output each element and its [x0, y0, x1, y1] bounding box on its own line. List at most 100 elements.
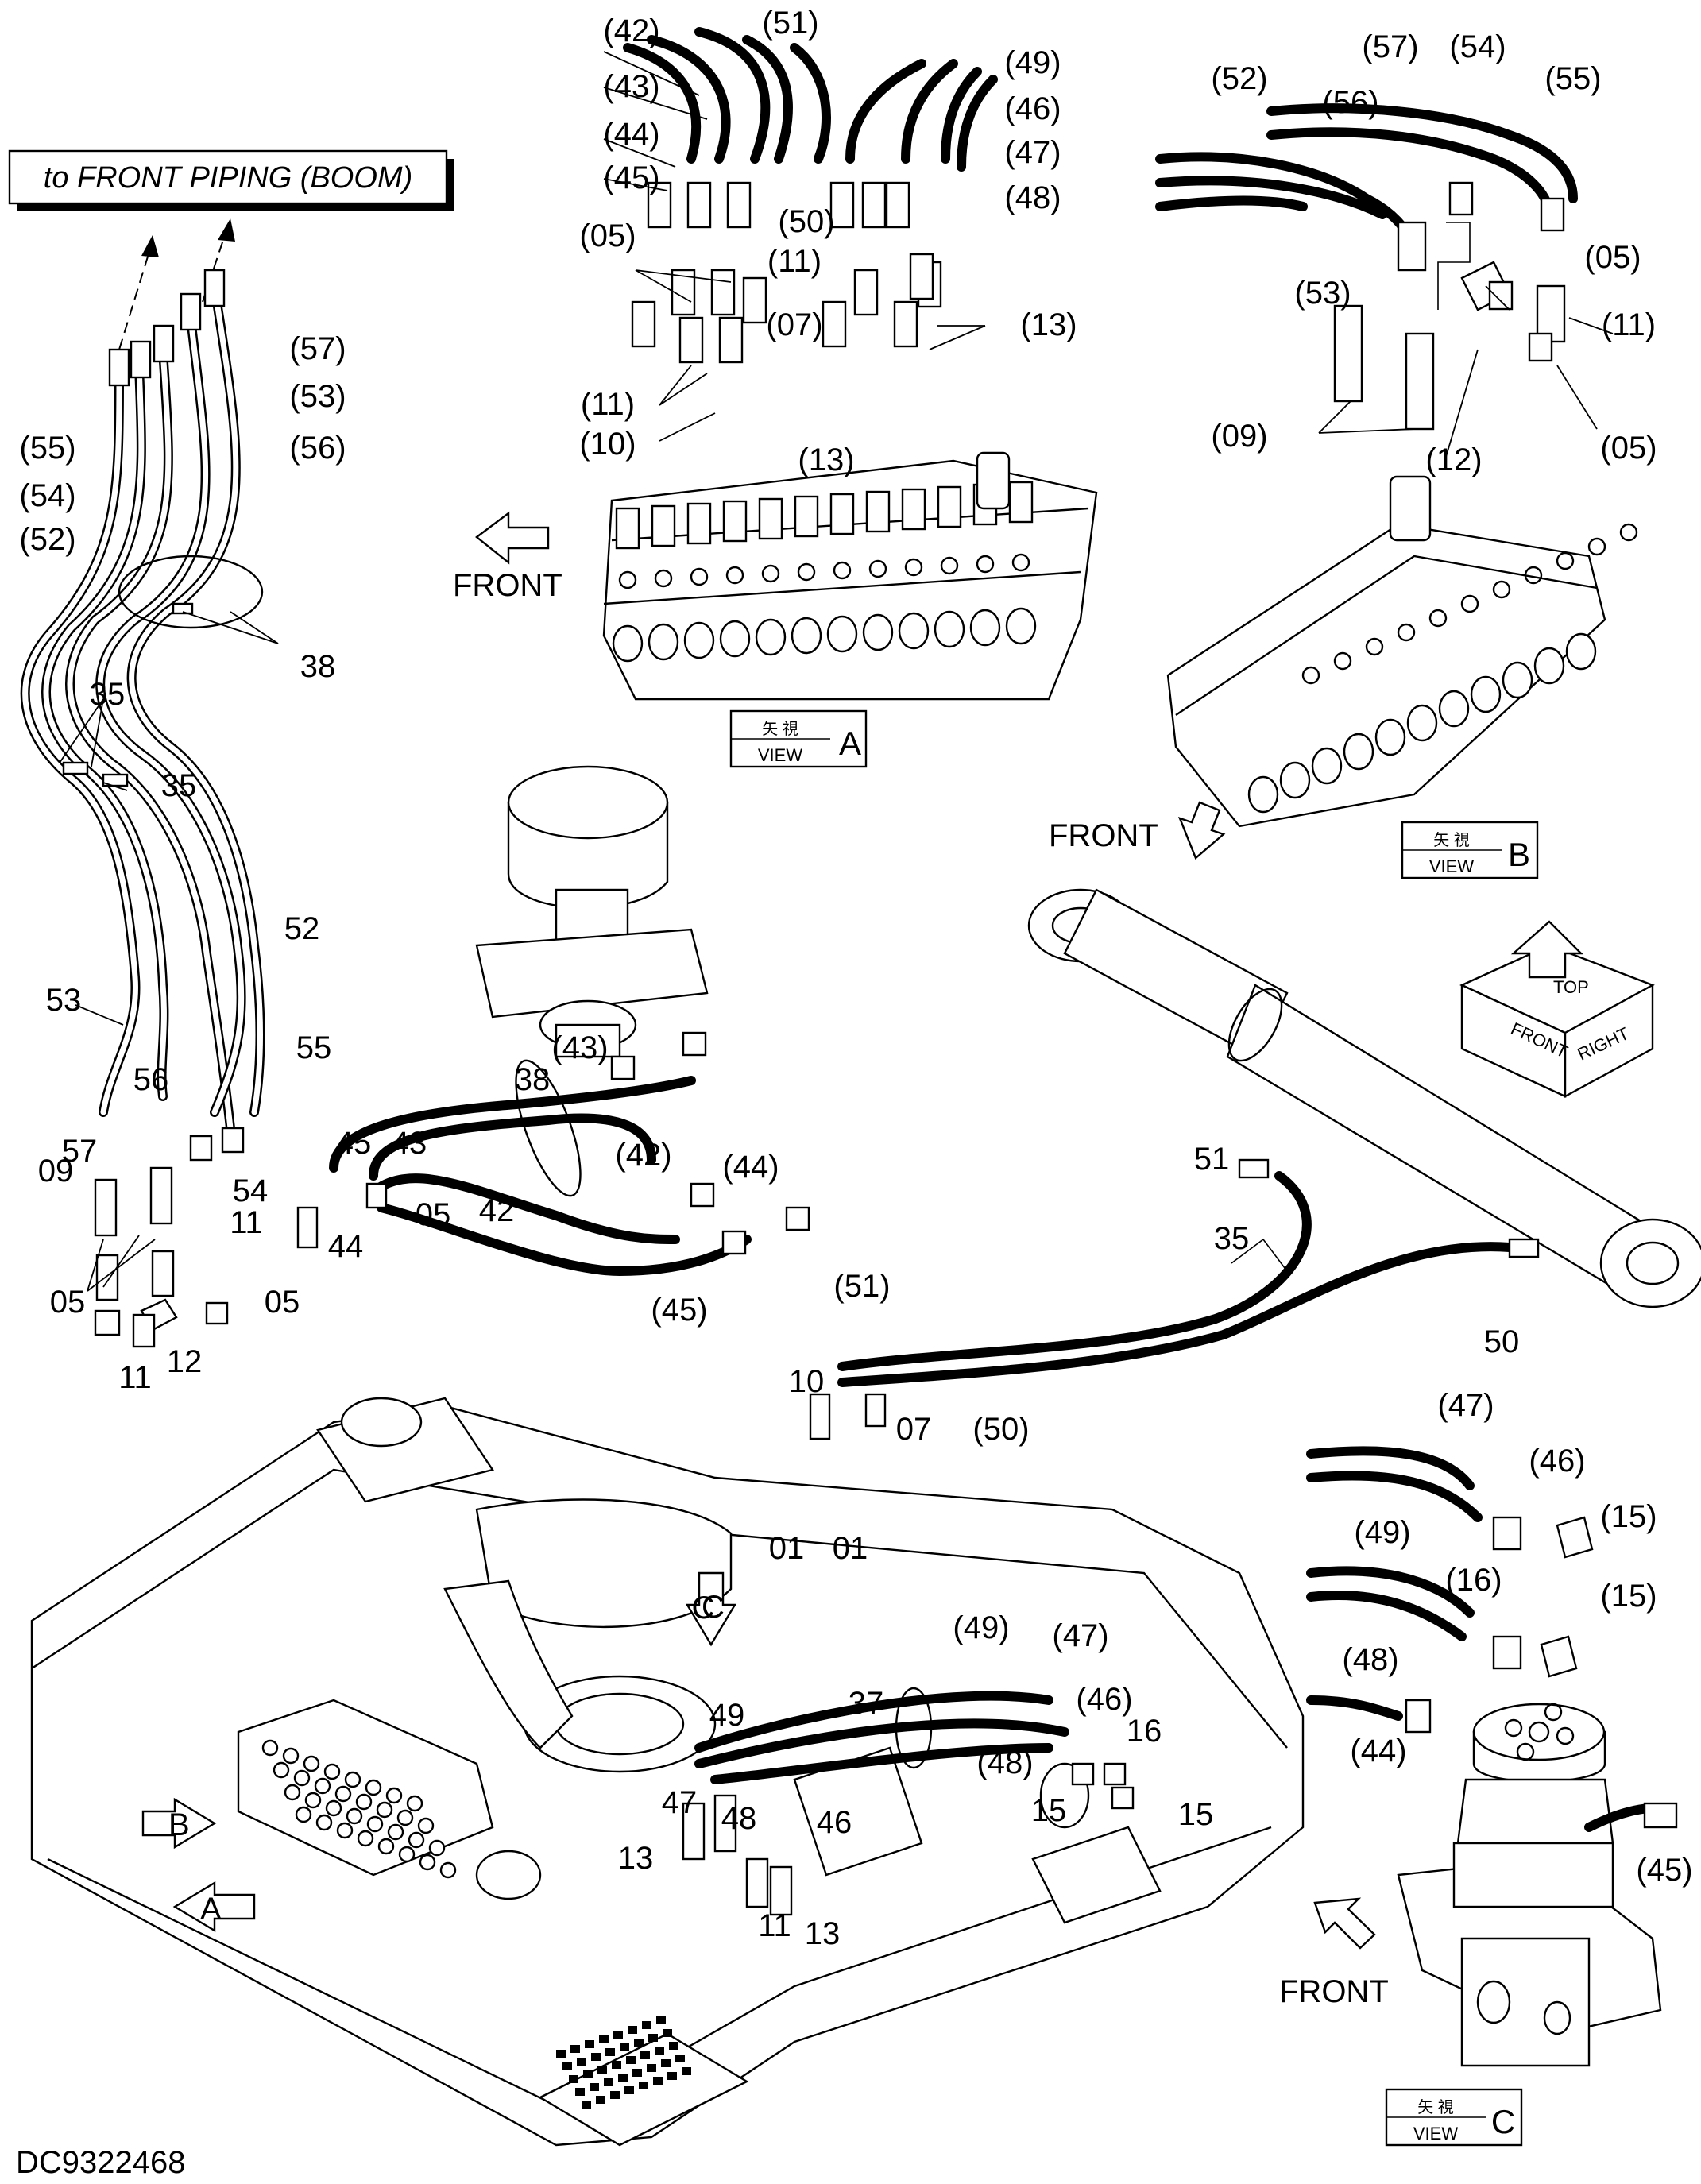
callouts-view-b-label: (05) — [1600, 431, 1657, 466]
vent-slot — [590, 2083, 599, 2091]
view-tag-a: 矢 視 VIEW A — [729, 709, 868, 768]
vent-slot — [653, 2077, 663, 2085]
vent-slot — [610, 2091, 620, 2099]
left-fittings — [94, 1127, 245, 1348]
port-hole — [1333, 651, 1352, 671]
front-label-2: FRONT — [1049, 818, 1158, 853]
callouts-center-label: 11 — [758, 1908, 791, 1943]
valve-port — [387, 1823, 404, 1841]
valve-port — [303, 1755, 320, 1772]
spool-port — [934, 610, 965, 648]
spool-port — [719, 620, 751, 658]
callouts-center-label: 42 — [479, 1193, 515, 1228]
valve-port — [366, 1815, 384, 1833]
callouts-view-c-label: (46) — [1529, 1444, 1585, 1479]
port-hole — [868, 559, 887, 578]
spool-port — [1247, 775, 1279, 814]
port-hole — [690, 567, 709, 586]
view-c-hoses — [1306, 1446, 1678, 1832]
port-hole — [904, 558, 923, 577]
vent-slot — [647, 2064, 656, 2072]
callouts-center-label: (42) — [615, 1138, 671, 1173]
spool-port — [1502, 661, 1533, 699]
view-a-cjk: 矢 視 — [762, 720, 798, 738]
valve-port — [355, 1793, 373, 1811]
port-hole — [654, 569, 673, 588]
valve-port — [315, 1814, 333, 1831]
callouts-center-label: 01 — [769, 1531, 805, 1566]
callouts-left-label: 09 — [38, 1154, 74, 1189]
valve-port — [419, 1854, 436, 1871]
callouts-center-label: C — [692, 1591, 715, 1625]
callouts-view-b-label: (11) — [1602, 307, 1656, 342]
spool-body — [794, 495, 819, 538]
spool-port — [1343, 733, 1374, 771]
center-fittings — [296, 1031, 887, 1440]
header-box: to FRONT PIPING (BOOM) — [8, 149, 454, 211]
callouts-view-c-label: (48) — [1342, 1642, 1398, 1677]
left-hose-bundle — [20, 269, 265, 1133]
cube-top: TOP — [1553, 977, 1589, 997]
valve-port — [439, 1861, 457, 1879]
callouts-view-a-label: (45) — [603, 160, 659, 195]
fitting — [822, 300, 847, 348]
spool-port — [1279, 761, 1311, 799]
spool-body — [829, 493, 855, 535]
valve-port — [377, 1838, 395, 1855]
fitting — [718, 316, 744, 364]
view-tag-c: 矢 視 VIEW C — [1385, 2088, 1523, 2147]
callouts-center-label: 43 — [392, 1126, 427, 1161]
control-valve-view-a — [602, 451, 1098, 701]
spool-port — [791, 617, 822, 655]
port-hole — [1524, 566, 1543, 585]
vent-slot — [570, 2045, 580, 2053]
callouts-view-c-label: (44) — [1350, 1734, 1406, 1768]
vent-slot — [605, 2048, 615, 2056]
callouts-view-b-label: (09) — [1211, 419, 1267, 454]
valve-port — [273, 1761, 290, 1779]
callouts-left-label: 53 — [46, 983, 82, 1018]
view-b-letter: B — [1508, 836, 1530, 873]
callouts-center-label: 37 — [849, 1686, 884, 1721]
valve-port — [408, 1831, 425, 1849]
spool-port — [1533, 647, 1565, 685]
callouts-center-label: (50) — [972, 1412, 1029, 1447]
drawing-number: DC9322468 — [16, 2145, 186, 2180]
valve-port — [365, 1779, 382, 1796]
port-hole — [618, 570, 637, 589]
callouts-left-label: 05 — [265, 1285, 300, 1320]
view-a-hoses — [623, 27, 998, 172]
callouts-left-label: (55) — [19, 431, 75, 466]
valve-port — [417, 1817, 435, 1834]
callouts-view-c-label: (47) — [1437, 1388, 1494, 1423]
front-arrow-1: FRONT — [453, 511, 562, 603]
fitting — [893, 300, 918, 348]
valve-port — [346, 1807, 363, 1825]
spool-body — [865, 490, 891, 533]
control-valve-view-b — [1166, 475, 1638, 828]
port-hole — [725, 566, 744, 585]
spool-body — [686, 502, 712, 545]
fitting — [678, 316, 704, 364]
callouts-view-a-label: (42) — [603, 14, 659, 48]
port-hole — [1587, 537, 1606, 556]
port-hole — [761, 564, 780, 583]
callouts-view-b-label: (57) — [1362, 29, 1418, 64]
callouts-center-label: 38 — [515, 1062, 551, 1097]
callouts-left-label: (54) — [19, 478, 75, 513]
valve-port — [428, 1839, 446, 1857]
valve-port — [284, 1784, 301, 1801]
view-b-hoses — [1155, 103, 1578, 259]
callouts-view-b-label: (54) — [1449, 29, 1506, 64]
callouts-center-label: 13 — [805, 1916, 841, 1951]
callouts-view-c-label: (49) — [1354, 1515, 1410, 1550]
callouts-center-label: 15 — [1031, 1793, 1067, 1828]
boom-cylinder — [1027, 888, 1701, 1308]
port-hole — [1619, 523, 1638, 542]
front-arrow-2: FRONT — [1049, 801, 1226, 860]
callouts-view-a-label: (13) — [1020, 307, 1077, 342]
spool-body — [651, 504, 676, 547]
callouts-left-label: 11 — [118, 1360, 152, 1395]
spool-port — [969, 609, 1001, 647]
vent-slot — [583, 2070, 593, 2078]
